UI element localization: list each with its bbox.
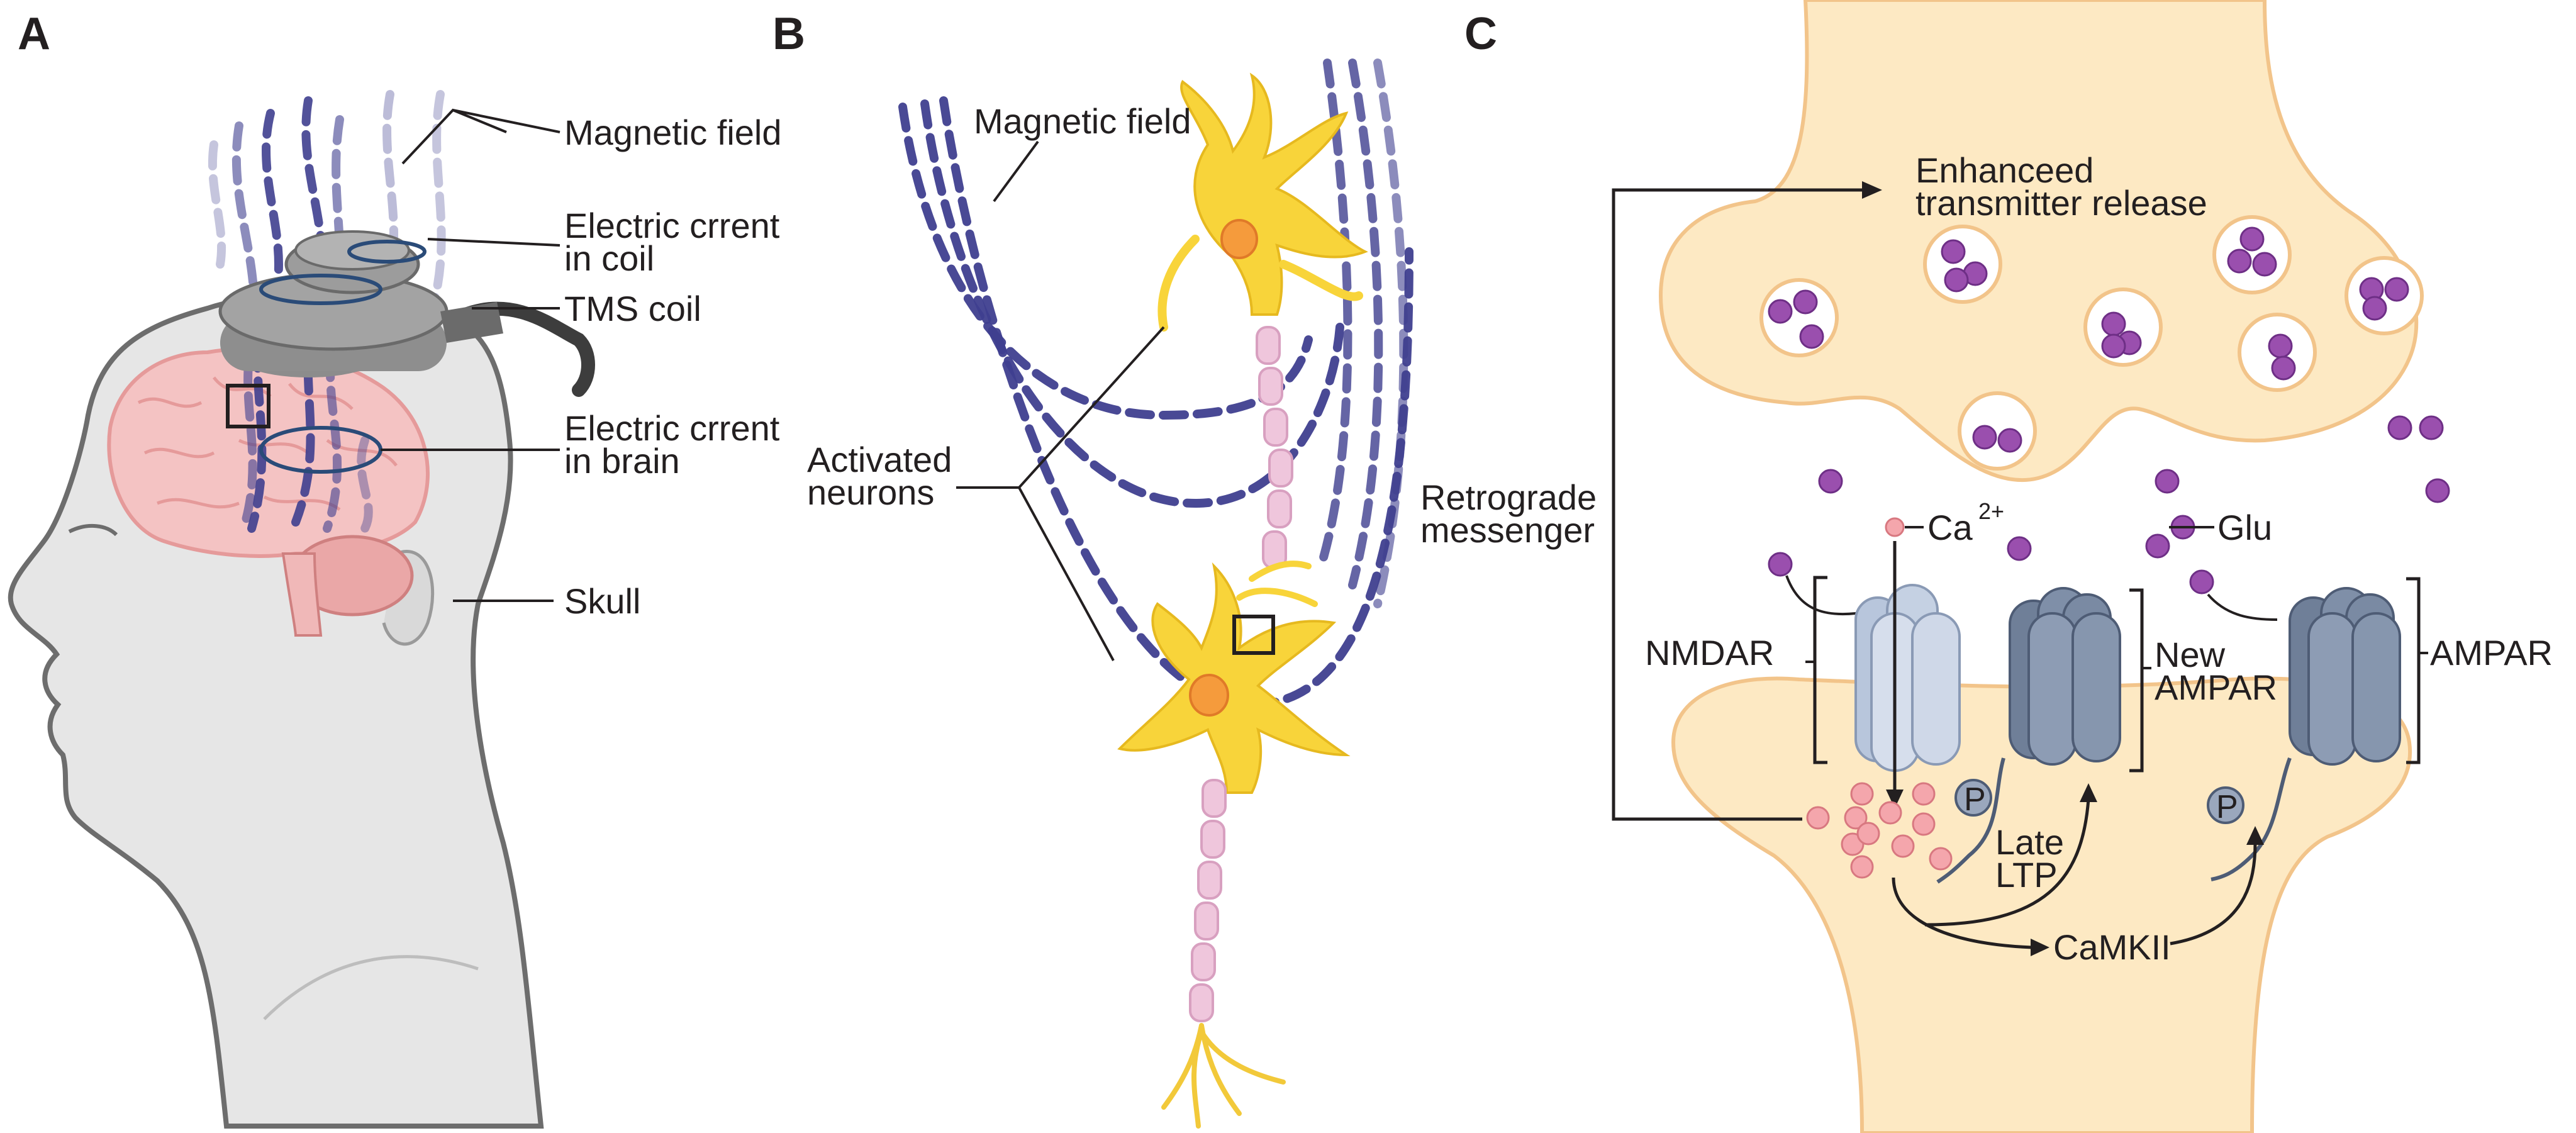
label-enhanced-release-1: Enhanceed: [1915, 150, 2094, 190]
panel-c-letter: C: [1464, 9, 1497, 59]
label-late-ltp-1: Late: [1995, 822, 2064, 862]
ampar-bracket: [2406, 577, 2421, 764]
label-ca: Ca: [1927, 508, 1973, 547]
label-tms-coil: TMS coil: [564, 289, 701, 328]
label-retrograde-2: messenger: [1420, 510, 1595, 550]
brain-folds: [137, 376, 398, 511]
phospho-ampar: [2207, 786, 2244, 824]
nmdar-receptor: [1854, 584, 1961, 772]
ampar-receptor: [2289, 587, 2401, 766]
camkii-to-new-ampar-arrow: [1924, 798, 2090, 927]
nucleus-top: [1220, 219, 1258, 259]
neuron-bottom: [1117, 561, 1351, 794]
nucleus-bottom: [1189, 674, 1229, 717]
label-activated-neurons-1: Activated: [807, 440, 952, 479]
axon-terminals: [1161, 1023, 1286, 1129]
label-electric-current-brain-1: Electric crrent: [564, 408, 780, 448]
ampar-tail: [2211, 757, 2292, 881]
label-phospho-2: P: [2216, 789, 2238, 825]
coil-current-loop-top: [347, 240, 427, 264]
label-electric-current-brain-2: in brain: [564, 441, 680, 481]
label-retrograde-1: Retrograde: [1420, 477, 1597, 517]
brainstem: [281, 552, 323, 637]
eye: [68, 523, 118, 537]
ca-to-camkii-arrow: [1892, 877, 2032, 949]
glu-binding-arrow-nmdar: [1785, 575, 1856, 616]
new-ampar-tail: [1936, 757, 2005, 884]
zoom-box-a: [226, 384, 270, 428]
label-camkii: CaMKII: [2053, 927, 2171, 967]
axon-bottom: [1189, 779, 1227, 1022]
panel-b: B: [772, 9, 1413, 1129]
retrograde-messenger-arrow: [1612, 188, 1865, 821]
label-skull: Skull: [564, 581, 640, 621]
label-electric-current-coil-1: Electric crrent: [564, 206, 780, 245]
shoulder-line: [263, 955, 479, 1020]
panel-a: A: [8, 9, 782, 1129]
panel-b-letter: B: [772, 9, 805, 59]
coil-current-loop: [259, 274, 382, 305]
axon-top: [1256, 326, 1293, 569]
nmdar-bracket: [1813, 576, 1827, 764]
new-ampar-bracket: [2129, 588, 2144, 773]
label-ca-superscript: 2+: [1978, 498, 2004, 524]
panel-c: C: [1420, 0, 2553, 1133]
free-glutamate: [1768, 415, 2450, 594]
label-late-ltp-2: LTP: [1995, 855, 2058, 895]
phospho-new-ampar: [1954, 779, 1992, 817]
panel-a-letter: A: [18, 9, 50, 59]
label-magnetic-field-a: Magnetic field: [564, 113, 782, 152]
label-new-ampar-1: New: [2155, 635, 2226, 674]
label-ampar: AMPAR: [2430, 633, 2553, 673]
tms-coil: [218, 230, 595, 397]
label-electric-current-coil-2: in coil: [564, 238, 654, 278]
calcium-ions: [1806, 782, 1953, 879]
zoom-box-b: [1232, 615, 1275, 655]
vesicles: [1759, 215, 2424, 471]
label-nmdar: NMDAR: [1645, 633, 1774, 673]
label-enhanced-release-2: transmitter release: [1915, 183, 2207, 223]
brain: [107, 347, 430, 558]
new-ampar-receptor: [2009, 587, 2121, 766]
camkii-to-ampar-arrow: [2170, 842, 2257, 946]
glu-binding-arrow-ampar: [2207, 593, 2278, 621]
label-activated-neurons-2: neurons: [807, 472, 934, 512]
label-magnetic-field-b: Magnetic field: [974, 101, 1191, 141]
label-phospho-1: P: [1964, 781, 1986, 818]
label-glu: Glu: [2217, 508, 2272, 547]
neuron-top: [1157, 72, 1368, 332]
presynaptic-terminal: [1658, 0, 2419, 483]
label-new-ampar-2: AMPAR: [2155, 667, 2277, 707]
ca-ion-label-dot: [1885, 517, 1905, 537]
